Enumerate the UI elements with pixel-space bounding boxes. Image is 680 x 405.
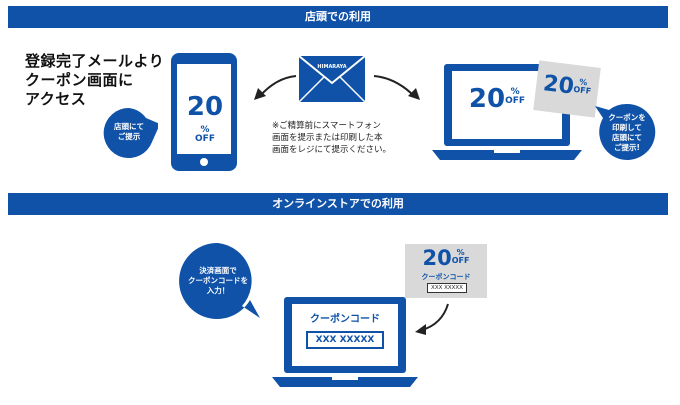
phone-coupon-number: 20 <box>186 92 224 122</box>
phone-speech-bubble: 店頭にて ご提示 <box>100 104 158 162</box>
note-line-1: ※ご精算前にスマートフォン <box>272 121 381 131</box>
phone-coupon-percent: % <box>200 125 210 135</box>
phone-bubble-line-1: 店頭にて <box>114 122 144 131</box>
print-bubble-line-4: ご提示! <box>614 143 640 152</box>
online-coupon-off: OFF <box>451 256 470 265</box>
phone-coupon-off: OFF <box>195 134 215 144</box>
coupon-code-input[interactable]: XXX XXXXX <box>306 331 384 349</box>
note-line-3: 画面をレジにて提示ください。 <box>272 145 392 155</box>
laptop-coupon: 20%OFF <box>462 84 532 114</box>
online-coupon-card: 20%OFF クーポンコード XXX XXXXX <box>405 244 487 298</box>
print-bubble-line-3: 店頭にて <box>612 133 642 142</box>
smartphone-icon: 20%OFF <box>170 52 238 172</box>
store-note: ※ご精算前にスマートフォン 画面を提示または印刷した本 画面をレジにて提示くださ… <box>272 120 427 156</box>
arrow-icon-to-online-laptop <box>415 303 449 335</box>
laptop-icon-online: クーポンコード XXX XXXXX <box>272 295 418 389</box>
headline-line-1: 登録完了メールより <box>25 52 165 70</box>
online-card-code: XXX XXXXX <box>427 283 467 293</box>
online-card-label: クーポンコード <box>421 273 471 281</box>
laptop-coupon-percent: % <box>510 87 520 97</box>
phone-bubble-line-2: ご提示 <box>117 132 141 141</box>
online-coupon: 20%OFF <box>405 246 487 270</box>
store-headline: 登録完了メールより クーポン画面に アクセス <box>25 52 164 109</box>
arrow-icon-to-laptop <box>373 75 420 100</box>
envelope-icon: HIMARAYA <box>298 55 366 103</box>
print-speech-bubble: クーポンを 印刷して 店頭にて ご提示! <box>595 100 659 164</box>
phone-coupon: 20%OFF <box>178 92 232 144</box>
online-bubble-line-3: 入力！ <box>206 286 230 295</box>
envelope-brand: HIMARAYA <box>317 64 347 70</box>
laptop-coupon-off: OFF <box>505 96 526 106</box>
printed-coupon-number: 20 <box>541 71 576 100</box>
arrow-icon-to-phone <box>254 75 297 100</box>
online-speech-bubble: 決済画面で クーポンコードを 入力！ <box>176 240 262 326</box>
print-bubble-line-2: 印刷して <box>612 123 642 132</box>
online-coupon-percent: % <box>456 248 465 257</box>
headline-line-2: クーポン画面に <box>25 71 134 89</box>
print-bubble-line-1: クーポンを <box>608 113 646 122</box>
printed-coupon: 20%OFF <box>535 70 600 102</box>
laptop-coupon-number: 20 <box>468 84 506 114</box>
note-line-2: 画面を提示または印刷した本 <box>272 133 383 143</box>
online-section-header: オンラインストアでの利用 <box>8 193 668 215</box>
printed-coupon-card: 20%OFF <box>533 60 601 118</box>
online-bubble-line-1: 決済画面で <box>199 266 237 275</box>
online-coupon-number: 20 <box>422 246 452 270</box>
online-screen-label: クーポンコード <box>310 314 380 325</box>
online-bubble-line-2: クーポンコードを <box>188 276 248 285</box>
printed-coupon-off: OFF <box>572 84 592 96</box>
store-section-header: 店頭での利用 <box>8 6 668 28</box>
headline-line-3: アクセス <box>25 90 87 108</box>
